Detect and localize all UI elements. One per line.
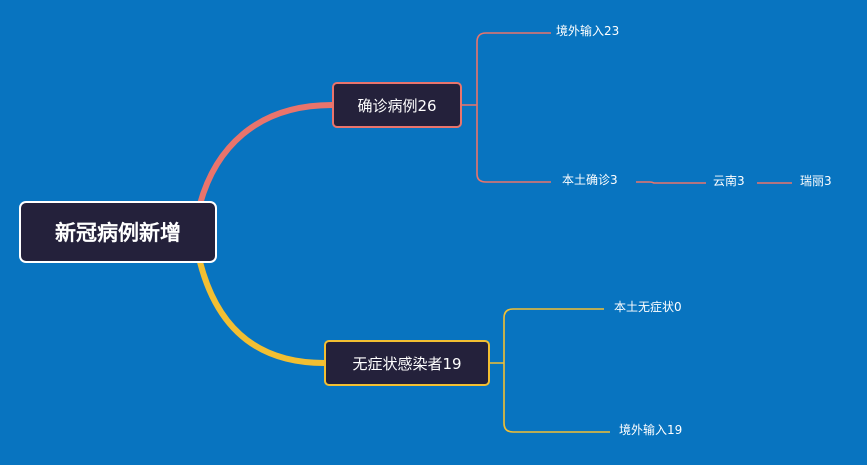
province-node[interactable]: 云南3: [713, 174, 745, 188]
confirmed-node[interactable]: 确诊病例26: [332, 82, 462, 128]
confirmed-imported-node[interactable]: 境外输入23: [556, 24, 619, 38]
confirmed-imported-label: 境外输入23: [556, 24, 620, 38]
confirmed-local-label: 本土确诊3: [562, 173, 618, 187]
province-label: 云南3: [713, 174, 745, 188]
root-to-asymptomatic-curve: [197, 259, 327, 366]
root-to-confirmed-curve: [197, 102, 335, 207]
asymptomatic-bracket: [490, 308, 610, 433]
root-node[interactable]: 新冠病例新增: [19, 201, 217, 263]
confirmed-bracket: [462, 32, 551, 183]
city-node[interactable]: 瑞丽3: [800, 174, 832, 188]
asymptomatic-imported-node[interactable]: 境外输入19: [619, 423, 682, 437]
asymptomatic-node[interactable]: 无症状感染者19: [324, 340, 490, 386]
confirmed-local-node[interactable]: 本土确诊3: [562, 173, 618, 187]
local-to-province-line: [636, 181, 706, 184]
asymptomatic-label: 无症状感染者19: [352, 354, 462, 373]
city-label: 瑞丽3: [800, 174, 832, 188]
root-label: 新冠病例新增: [55, 221, 181, 245]
asymptomatic-local-label: 本土无症状0: [614, 300, 682, 314]
confirmed-label: 确诊病例26: [357, 96, 437, 115]
asymptomatic-local-node[interactable]: 本土无症状0: [614, 300, 682, 314]
asymptomatic-imported-label: 境外输入19: [619, 423, 683, 437]
